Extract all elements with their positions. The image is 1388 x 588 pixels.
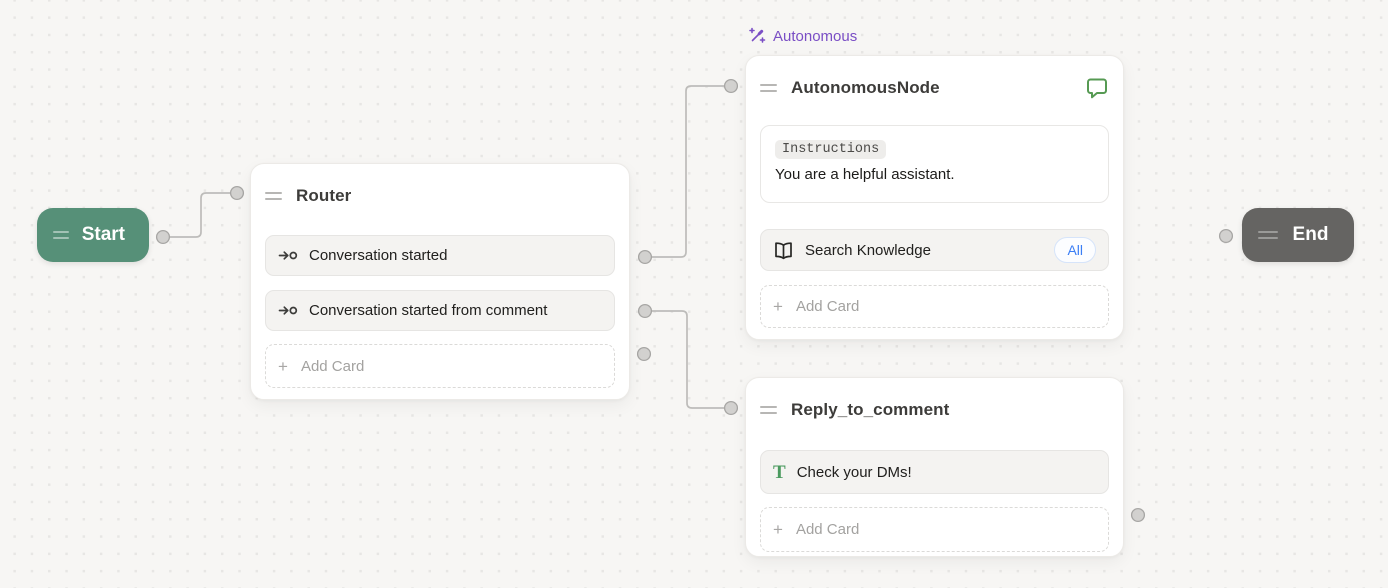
- edge-start-to-router: [163, 192, 231, 238]
- autonomous-node[interactable]: AutonomousNode Instructions You are a he…: [745, 55, 1124, 340]
- drag-handle-icon[interactable]: [1258, 231, 1278, 239]
- instructions-chip: Instructions: [775, 140, 887, 159]
- card-label: Conversation started from comment: [309, 302, 548, 319]
- router-card-conversation-started[interactable]: Conversation started: [265, 235, 615, 276]
- reply-add-card-button[interactable]: + Add Card: [760, 507, 1109, 552]
- router-node[interactable]: Router Conversation started Conversati: [250, 163, 630, 400]
- port-autonomous-input[interactable]: [723, 78, 739, 94]
- edge-router-to-reply: [645, 310, 724, 409]
- card-label: Search Knowledge: [805, 241, 931, 259]
- end-node[interactable]: End: [1242, 208, 1354, 262]
- text-icon: T: [773, 461, 786, 483]
- port-end-input[interactable]: [1218, 228, 1234, 244]
- add-card-label: Add Card: [795, 521, 860, 538]
- port-reply-output[interactable]: [1130, 507, 1146, 523]
- instructions-text: You are a helpful assistant.: [775, 166, 955, 183]
- magic-wand-icon: [749, 27, 766, 43]
- start-node-label: Start: [81, 224, 125, 245]
- open-book-icon: [775, 241, 792, 259]
- text-message-card[interactable]: T Check your DMs!: [760, 450, 1109, 494]
- autonomous-add-card-button[interactable]: + Add Card: [760, 285, 1109, 328]
- autonomous-tag-label: Autonomous: [773, 27, 858, 45]
- drag-handle-icon[interactable]: [760, 84, 777, 92]
- start-node[interactable]: Start: [37, 208, 149, 262]
- end-node-label: End: [1292, 224, 1329, 245]
- port-router-default-output[interactable]: [636, 346, 652, 362]
- router-node-title: Router: [296, 186, 352, 205]
- instructions-card[interactable]: Instructions You are a helpful assistant…: [760, 125, 1109, 203]
- plus-icon: +: [278, 356, 288, 376]
- port-router-input[interactable]: [229, 185, 245, 201]
- port-reply-input[interactable]: [723, 400, 739, 416]
- reply-to-comment-node[interactable]: Reply_to_comment T Check your DMs! + Add…: [745, 377, 1124, 557]
- search-knowledge-card[interactable]: Search Knowledge All: [760, 229, 1109, 271]
- port-start-output[interactable]: [155, 229, 171, 245]
- reply-node-title: Reply_to_comment: [791, 400, 950, 419]
- drag-handle-icon[interactable]: [265, 192, 282, 200]
- plus-icon: +: [773, 297, 783, 316]
- plus-icon: +: [773, 520, 783, 539]
- drag-handle-icon[interactable]: [760, 406, 777, 414]
- drag-handle-icon[interactable]: [53, 231, 69, 239]
- port-router-card1-output[interactable]: [637, 249, 653, 265]
- port-router-card2-output[interactable]: [637, 303, 653, 319]
- router-add-card-button[interactable]: + Add Card: [265, 344, 615, 388]
- autonomous-node-title: AutonomousNode: [791, 78, 940, 97]
- entry-point-icon: [278, 251, 298, 260]
- knowledge-scope-badge[interactable]: All: [1054, 237, 1096, 263]
- card-label: Conversation started: [309, 247, 448, 264]
- autonomous-tag: Autonomous: [748, 27, 857, 45]
- entry-point-icon: [278, 306, 298, 315]
- add-card-label: Add Card: [795, 298, 860, 315]
- chat-bubble-icon[interactable]: [1085, 77, 1109, 99]
- card-label: Check your DMs!: [796, 463, 912, 481]
- edge-router-to-autonomous: [645, 85, 724, 258]
- add-card-label: Add Card: [300, 357, 365, 375]
- router-card-conversation-started-from-comment[interactable]: Conversation started from comment: [265, 290, 615, 331]
